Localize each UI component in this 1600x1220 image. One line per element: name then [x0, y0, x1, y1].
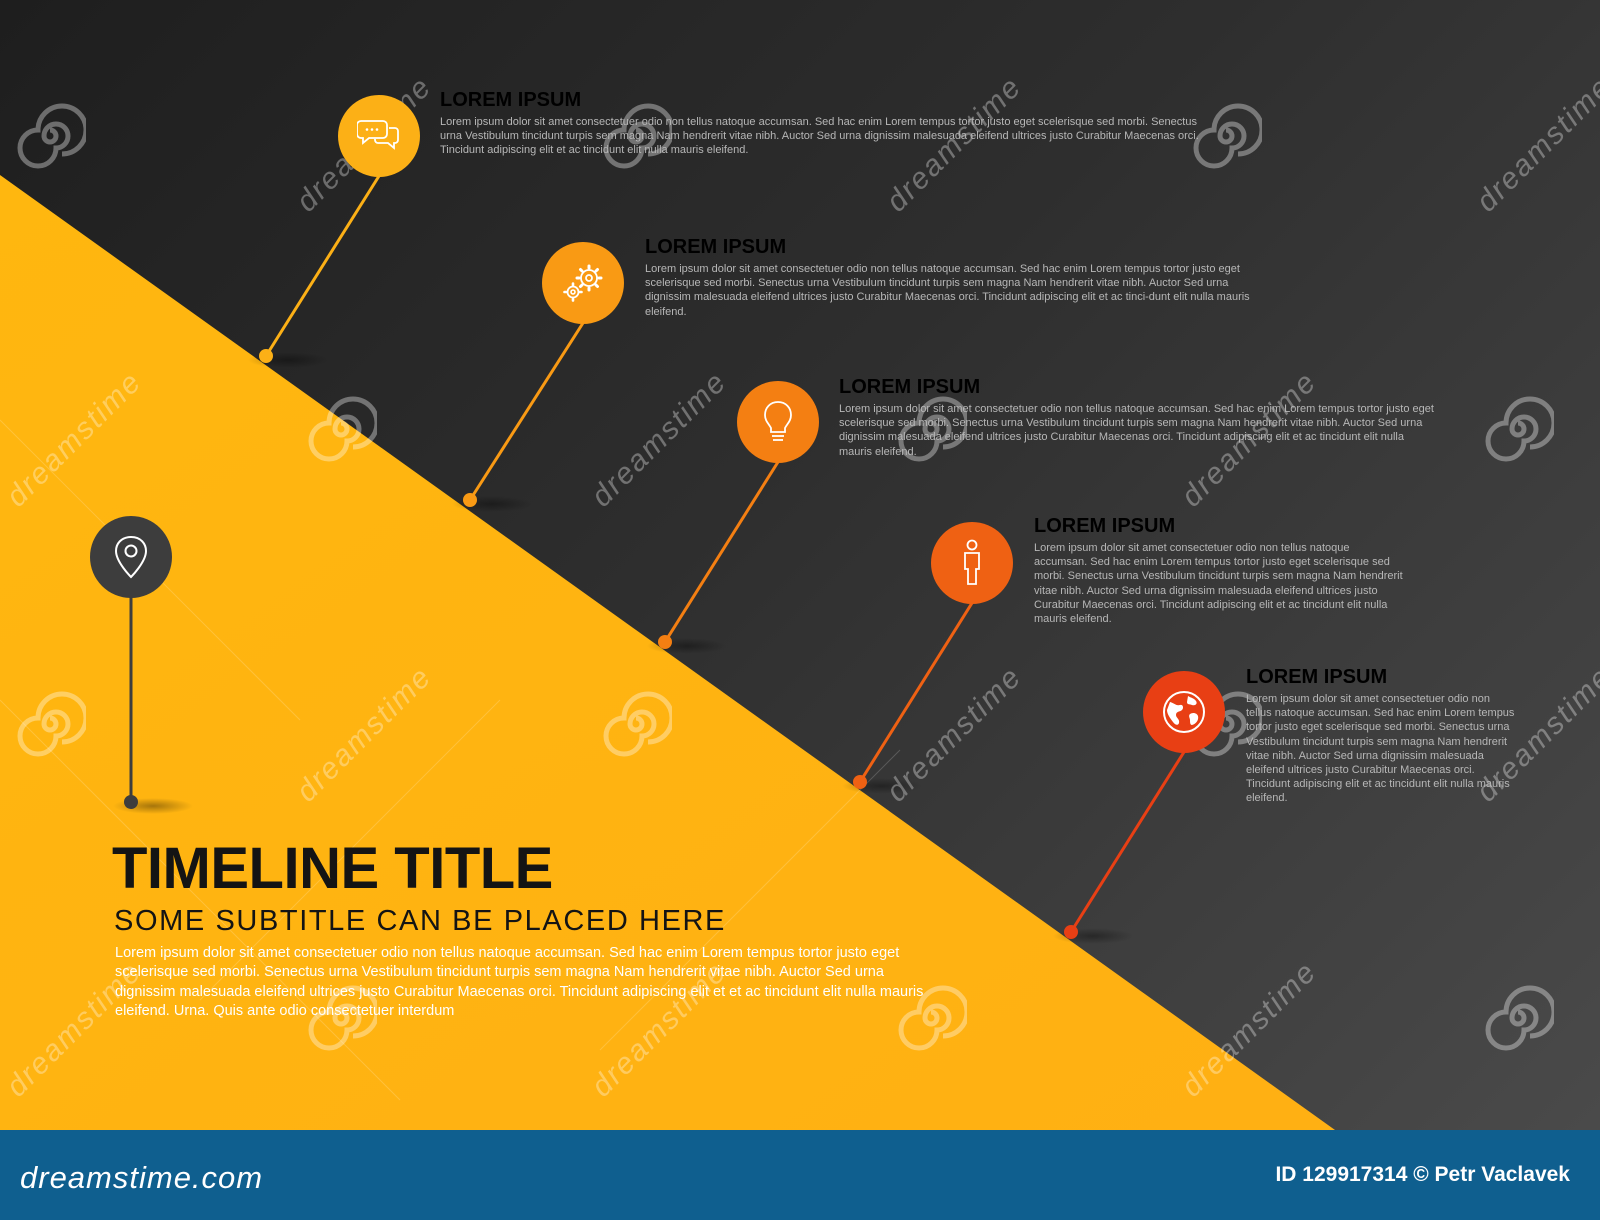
watermark-logo-icon — [305, 982, 380, 1054]
watermark-logo-icon — [1482, 982, 1557, 1054]
start-pin — [90, 516, 172, 598]
timeline-stem — [663, 461, 780, 643]
watermark-logo-icon — [895, 982, 970, 1054]
footer-logo[interactable]: dreamstime.com — [20, 1160, 264, 1195]
footer-bar: dreamstime.com ID 129917314 © Petr Vacla… — [0, 1130, 1600, 1220]
timeline-stem — [264, 175, 381, 357]
timeline-description: Lorem ipsum dolor sit amet consectetuer … — [115, 945, 924, 1019]
watermark-logo-icon — [600, 100, 675, 172]
stem-foot — [853, 775, 867, 789]
globe-icon — [1163, 691, 1205, 733]
timeline-stem — [468, 322, 585, 501]
timeline-pin-2 — [542, 242, 624, 324]
footer-credit: ID 129917314 © Petr Vaclavek — [1275, 1163, 1570, 1186]
stem-foot — [124, 795, 138, 809]
timeline-subtitle: SOME SUBTITLE CAN BE PLACED HERE — [114, 905, 726, 937]
item-title: LOREM IPSUM — [645, 236, 787, 258]
item-title: LOREM IPSUM — [440, 89, 582, 111]
stem-foot — [259, 349, 273, 363]
timeline-item-2: LOREM IPSUM Lorem ipsum dolor sit amet c… — [645, 236, 1265, 319]
lightbulb-icon — [764, 401, 792, 441]
stem-foot — [463, 493, 477, 507]
watermark-logo-icon — [305, 393, 380, 465]
watermark-logo-icon — [1190, 100, 1265, 172]
item-title: LOREM IPSUM — [1034, 515, 1176, 537]
timeline-item-4: LOREM IPSUM Lorem ipsum dolor sit amet c… — [1034, 515, 1404, 626]
speech-bubbles-icon — [357, 120, 399, 150]
timeline-stem — [1069, 751, 1186, 933]
watermark-logo-icon — [895, 393, 970, 465]
timeline-item-1: LOREM IPSUM Lorem ipsum dolor sit amet c… — [440, 89, 1200, 158]
timeline-pin-3 — [737, 381, 819, 463]
item-title: LOREM IPSUM — [839, 376, 981, 398]
timeline-stem — [858, 602, 974, 783]
timeline-title: TIMELINE TITLE — [112, 836, 553, 901]
watermark-logo-icon — [1482, 393, 1557, 465]
timeline-item-5: LOREM IPSUM Lorem ipsum dolor sit amet c… — [1246, 666, 1516, 806]
watermark-logo-icon — [600, 688, 675, 760]
timeline-background — [0, 175, 1335, 1130]
timeline-infographic: dreamstime dreamstime dreamstime dreamst… — [0, 0, 1600, 1130]
timeline-pin-5 — [1143, 671, 1225, 753]
item-text: Lorem ipsum dolor sit amet consectetuer … — [440, 116, 1199, 157]
watermark-logo-icon — [14, 688, 89, 760]
watermark-logo-icon — [14, 100, 89, 172]
item-text: Lorem ipsum dolor sit amet consectetuer … — [645, 263, 1250, 318]
stem-foot — [1064, 925, 1078, 939]
item-text: Lorem ipsum dolor sit amet consectetuer … — [1246, 693, 1515, 805]
item-title: LOREM IPSUM — [1246, 666, 1388, 688]
timeline-pin-4 — [931, 522, 1013, 604]
item-text: Lorem ipsum dolor sit amet consectetuer … — [839, 403, 1434, 458]
gears-icon — [563, 264, 603, 302]
person-icon — [964, 539, 980, 585]
item-text: Lorem ipsum dolor sit amet consectetuer … — [1034, 542, 1403, 626]
location-marker-icon — [114, 535, 148, 579]
timeline-pin-1 — [338, 95, 420, 177]
timeline-item-3: LOREM IPSUM Lorem ipsum dolor sit amet c… — [839, 376, 1434, 459]
stem-foot — [658, 635, 672, 649]
